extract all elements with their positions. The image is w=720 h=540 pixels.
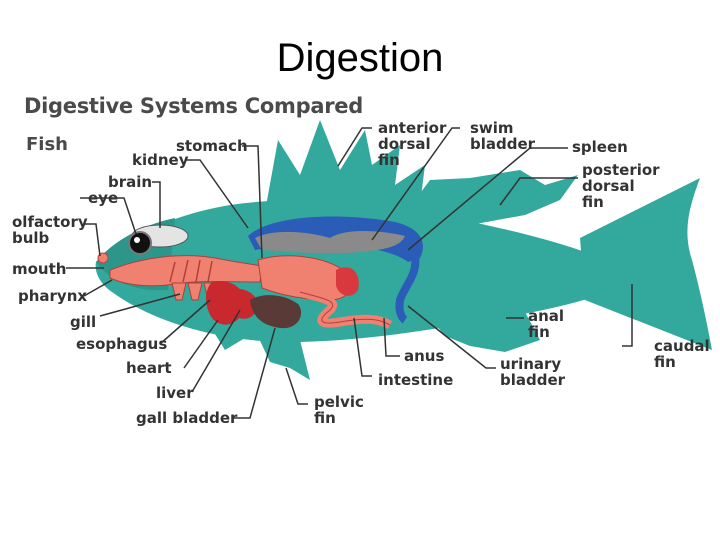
label-stomach: stomach [176,137,248,155]
label-posterior-dorsal-fin: posterior dorsal fin [582,161,660,211]
label-mouth: mouth [12,260,67,278]
label-gill: gill [70,313,97,331]
label-pelvic-fin: pelvic fin [314,393,364,427]
label-caudal-fin: caudal fin [654,337,710,371]
liver [230,288,258,319]
label-olfactory-bulb: olfactory bulb [12,213,88,247]
intestine-outline [299,291,391,326]
label-heart: heart [126,359,172,377]
label-eye: eye [88,189,119,207]
label-liver: liver [156,384,194,402]
slide-title: Digestion [276,36,444,80]
diagram-title: Digestive Systems Compared [24,94,363,118]
urinary-duct [395,254,420,324]
label-intestine: intestine [378,371,454,389]
label-brain: brain [108,173,153,191]
label-spleen: spleen [572,138,628,156]
spleen [336,267,359,296]
gill-arches [169,259,213,283]
subject-label: Fish [26,134,68,155]
label-gall-bladder: gall bladder [136,409,238,427]
label-kidney: kidney [132,151,189,169]
label-swim-bladder: swim bladder [470,119,536,153]
label-anal-fin: anal fin [528,307,565,341]
eye-highlight [134,237,140,243]
posterior-dorsal-fin [400,170,578,225]
gall-bladder [250,295,302,329]
leader-lines [66,127,633,419]
eye [128,231,152,255]
label-pharynx: pharynx [18,287,88,305]
anal-fin [430,310,540,352]
label-esophagus: esophagus [76,335,168,353]
pelvic-fin [255,330,310,380]
kidney [255,231,405,254]
caudal-fin [580,178,712,350]
label-urinary-bladder: urinary bladder [500,355,566,389]
label-anterior-dorsal-fin: anterior dorsal fin [378,119,447,169]
label-anus: anus [404,347,445,365]
